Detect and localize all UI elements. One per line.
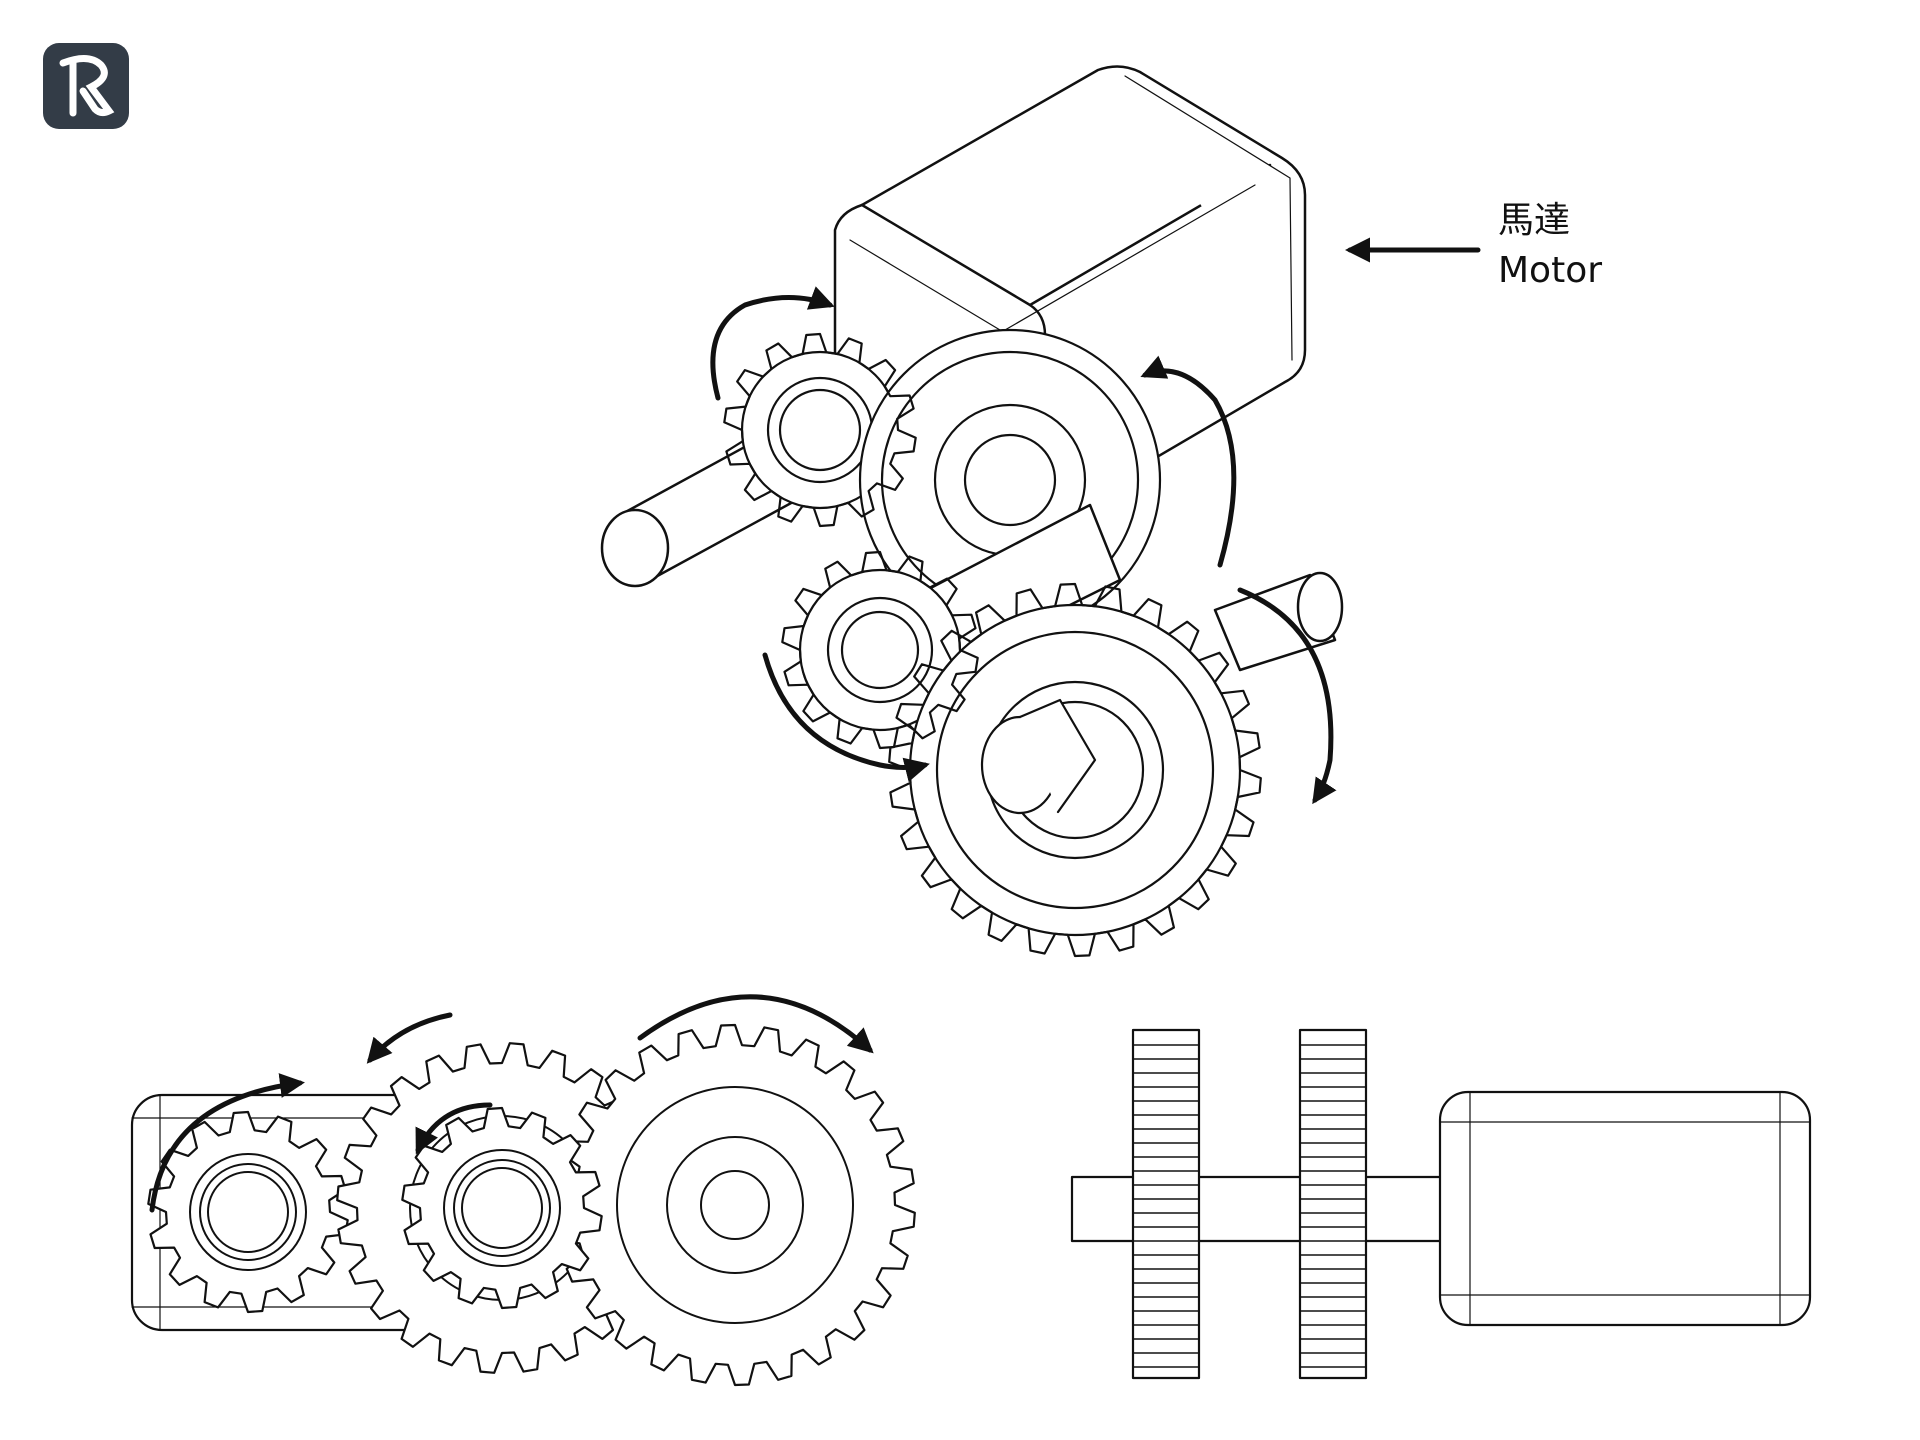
iso-front-small-teeth (781, 550, 979, 750)
front-gears (147, 1023, 916, 1387)
arrow-front-small-inner-icon (415, 1102, 493, 1155)
front-small-gear (798, 568, 962, 732)
arrow-front-pinion-icon (149, 1073, 305, 1213)
isometric-gearbox (600, 65, 1481, 958)
arrow-rear-gear-icon (1140, 355, 1237, 568)
right-shaft-end (1213, 571, 1344, 672)
arrow-front-output-icon (637, 994, 874, 1054)
motor-label-zh: 馬達 (1498, 200, 1571, 241)
side-motor-body (1438, 1090, 1812, 1327)
motor-pinion-gear (740, 350, 900, 510)
rotation-arrows (710, 286, 1337, 805)
front-rotation-arrows (149, 994, 874, 1213)
arrow-front-small-icon (762, 652, 930, 782)
brand-logo-icon (43, 43, 129, 129)
arrow-front-mid-icon (366, 1012, 453, 1064)
side-shaft (1070, 1175, 1444, 1243)
side-small-gear (1298, 1028, 1368, 1380)
side-view-gear-train (1070, 1028, 1812, 1380)
front-view-gear-train (130, 994, 916, 1387)
front-motor-pinion (147, 1110, 349, 1314)
front-small-gear-overlay (401, 1106, 603, 1310)
front-large-gear (908, 603, 1242, 937)
arrow-motor-pinion-icon (710, 286, 835, 401)
side-large-gear (1131, 1028, 1201, 1380)
motor-label-en: Motor (1498, 250, 1603, 291)
arrow-front-large-icon (1237, 587, 1337, 805)
iso-pinion-teeth (723, 332, 917, 528)
